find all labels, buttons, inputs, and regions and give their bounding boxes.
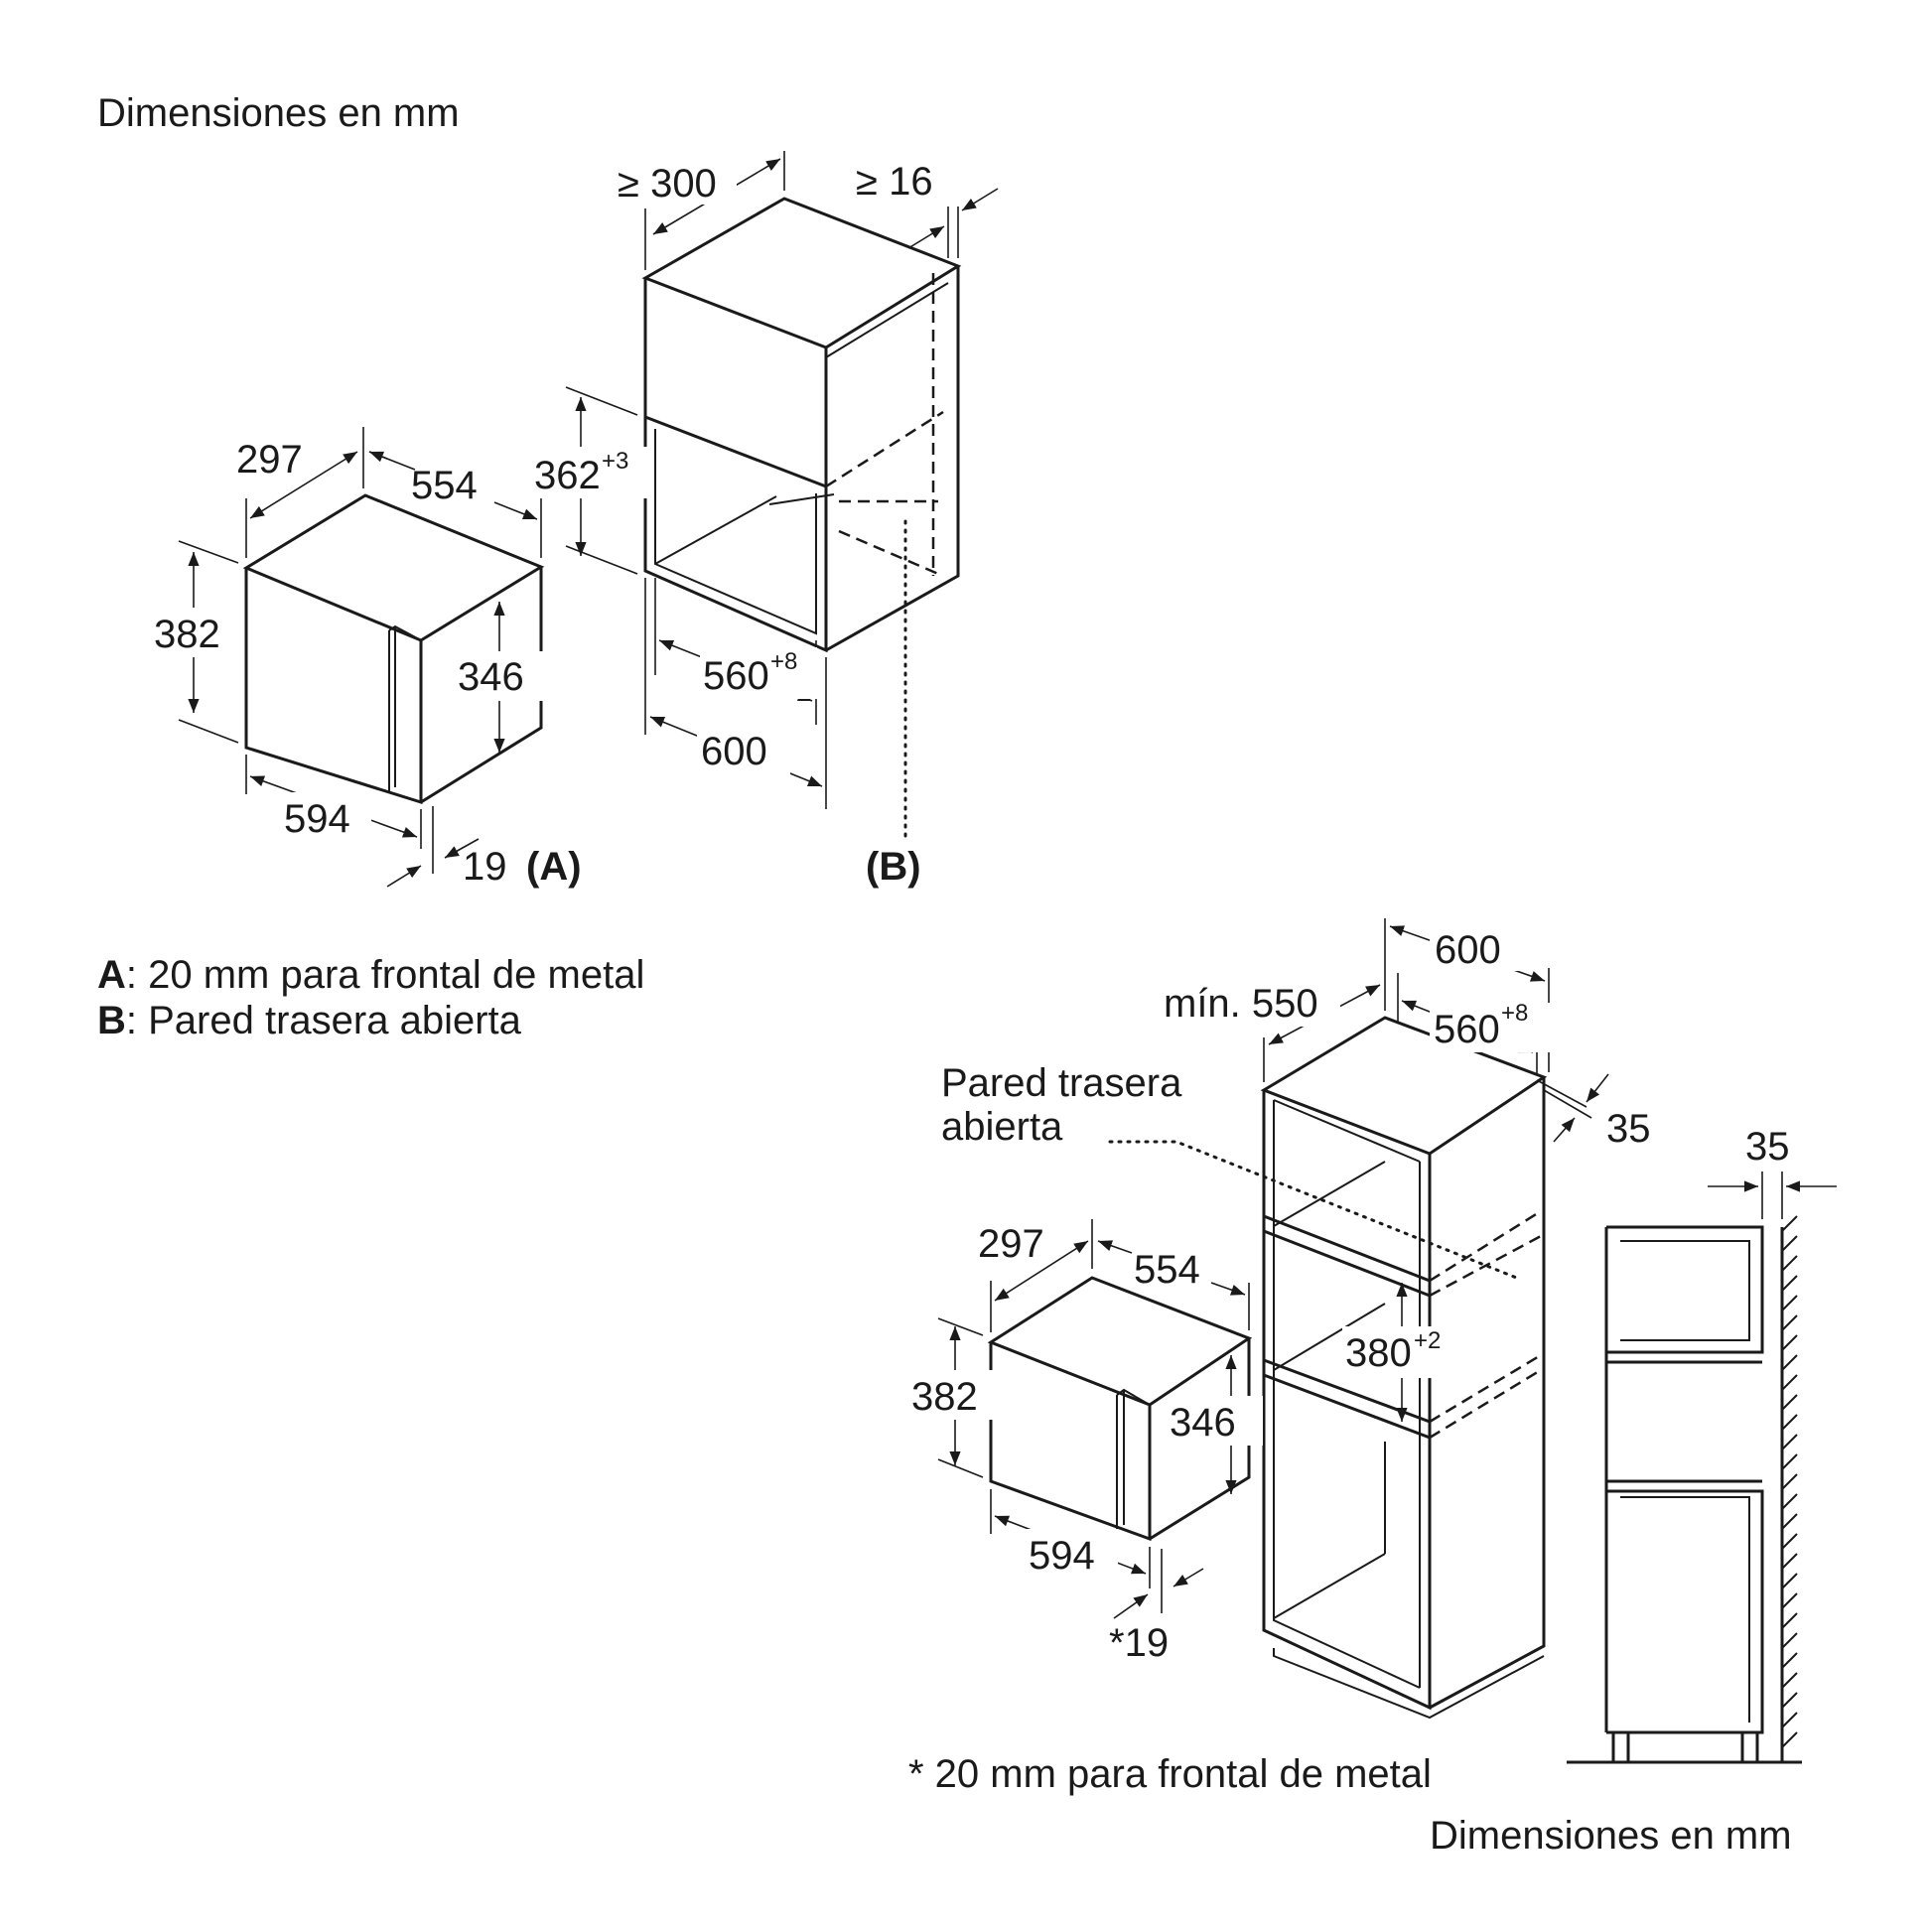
dim-a-height-outer: 382 bbox=[154, 613, 220, 656]
dim-b-width-inner-tol: +8 bbox=[770, 648, 797, 675]
device-b-dimensions: 297 554 382 346 594 *19 bbox=[907, 1219, 1263, 1665]
dim-a-height-inner: 346 bbox=[458, 655, 524, 699]
dim-d-height-outer: 382 bbox=[911, 1375, 978, 1419]
dim-d-frontal: *19 bbox=[1109, 1621, 1169, 1665]
tall-cabinet-dimensions: 600 mín. 550 560 +8 35 380 +2 Pared tras… bbox=[941, 918, 1651, 1422]
title-b: Dimensiones en mm bbox=[1430, 1814, 1792, 1858]
niche-b-dimensions: ≥ 300 ≥ 16 362 +3 560 +8 600 (B) bbox=[531, 151, 999, 889]
dim-d-height-inner: 346 bbox=[1170, 1401, 1236, 1445]
rear-wall-label-line1: Pared trasera bbox=[941, 1061, 1182, 1105]
wall-hatching bbox=[1781, 1215, 1798, 1748]
niche-b bbox=[641, 197, 962, 653]
note-a: A: 20 mm para frontal de metal bbox=[97, 953, 644, 997]
dim-b-height: 362 bbox=[534, 454, 601, 497]
dim-cab-side-gap: 35 bbox=[1606, 1107, 1651, 1151]
device-a-dimensions: 297 554 382 346 594 19 (A) bbox=[149, 427, 582, 889]
dim-b-depth: ≥ 300 bbox=[618, 162, 717, 206]
dim-d-depth: 297 bbox=[978, 1222, 1044, 1266]
dim-cab-inner-width-tol: +8 bbox=[1501, 1000, 1528, 1027]
dim-b-gap: ≥ 16 bbox=[856, 160, 933, 204]
notes-a: A: 20 mm para frontal de metal B: Pared … bbox=[97, 953, 644, 1042]
dim-cab-inner-width: 560 bbox=[1434, 1008, 1500, 1051]
dim-b-height-tol: +3 bbox=[602, 448, 628, 475]
label-a: (A) bbox=[526, 845, 582, 889]
dim-a-depth: 297 bbox=[236, 438, 303, 482]
dim-a-frontal: 19 bbox=[463, 845, 507, 889]
diagram-b: 600 mín. 550 560 +8 35 380 +2 Pared tras… bbox=[907, 918, 1837, 1858]
dim-a-width-top: 554 bbox=[411, 464, 478, 507]
tall-cabinet bbox=[1260, 1016, 1548, 1720]
dim-d-width-front: 594 bbox=[1029, 1534, 1095, 1578]
dim-a-width-front: 594 bbox=[284, 797, 350, 841]
device-a bbox=[242, 493, 545, 805]
label-b: (B) bbox=[866, 845, 921, 889]
dim-b-width-outer: 600 bbox=[701, 730, 767, 773]
dim-cab-outer-width: 600 bbox=[1435, 928, 1501, 972]
rear-wall-label-line2: abierta bbox=[941, 1105, 1063, 1149]
side-view: 35 bbox=[1567, 1125, 1837, 1764]
dim-wall-gap: 35 bbox=[1745, 1125, 1790, 1169]
dim-cab-niche-height: 380 bbox=[1345, 1331, 1412, 1375]
dim-cab-niche-height-tol: +2 bbox=[1414, 1327, 1441, 1354]
note-b: B: Pared trasera abierta bbox=[97, 999, 522, 1042]
dim-d-width-top: 554 bbox=[1134, 1248, 1200, 1292]
diagram-a: Dimensiones en mm 297 554 382 bbox=[97, 91, 999, 1042]
footnote-b: * 20 mm para frontal de metal bbox=[908, 1752, 1432, 1796]
title-a: Dimensiones en mm bbox=[97, 91, 460, 135]
dim-b-width-inner: 560 bbox=[703, 654, 769, 698]
dim-cab-min-depth: mín. 550 bbox=[1164, 982, 1318, 1026]
